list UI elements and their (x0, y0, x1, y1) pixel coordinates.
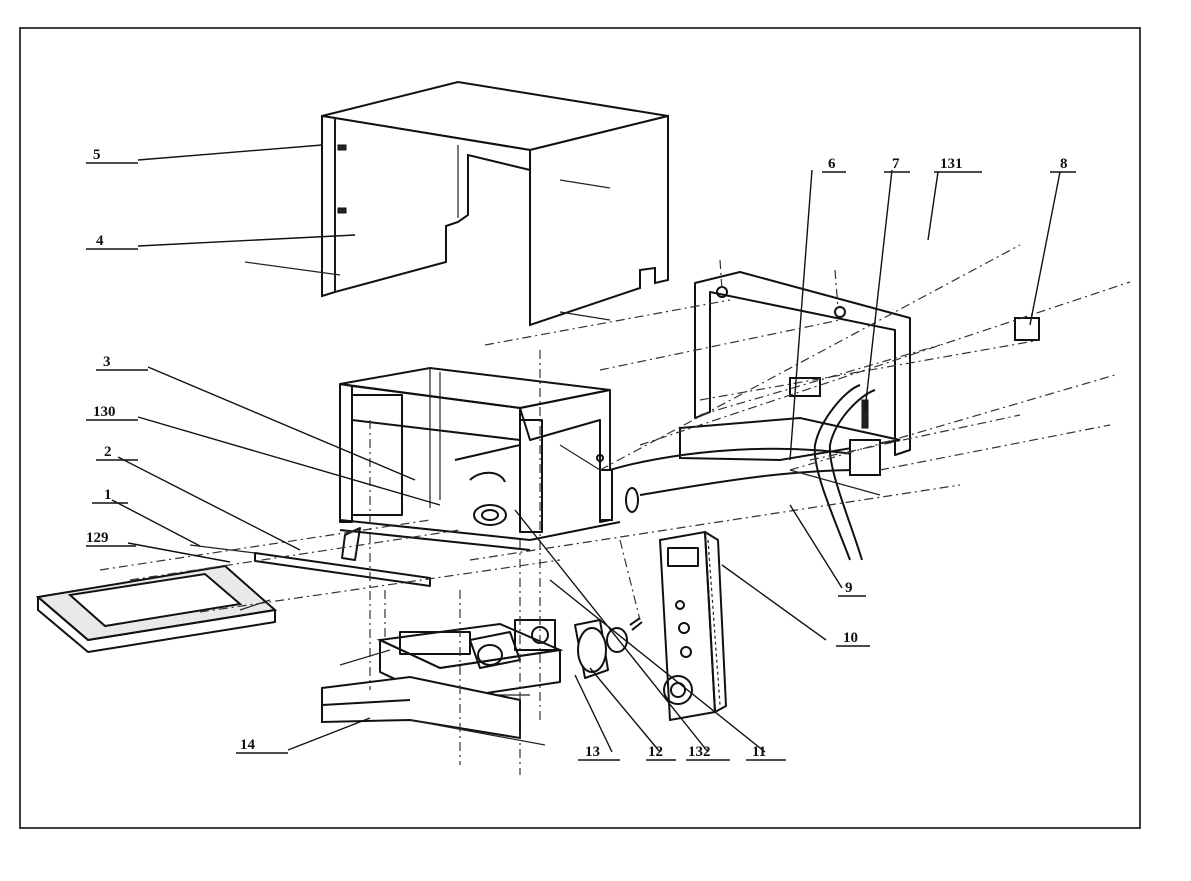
callout-labels: 5 4 3 130 2 1 129 6 7 131 8 9 10 14 13 1… (86, 147, 1068, 760)
label-part-12: 12 (648, 744, 663, 760)
label-part-6: 6 (828, 156, 836, 172)
part-8-block (1014, 317, 1040, 341)
label-part-9: 9 (845, 580, 853, 596)
label-part-132: 132 (688, 744, 711, 760)
label-part-1: 1 (104, 487, 112, 503)
outer-cover (244, 80, 669, 327)
label-underlines (86, 162, 1076, 761)
label-part-3: 3 (103, 354, 111, 370)
label-part-13: 13 (585, 744, 600, 760)
leader-lines (111, 144, 1061, 753)
diagram-border (19, 27, 1141, 829)
door-panel (35, 564, 278, 653)
label-part-14: 14 (240, 737, 256, 753)
main-frame (339, 366, 639, 561)
side-panel (609, 271, 911, 561)
label-part-130: 130 (93, 404, 116, 420)
assembly-dash-lines (99, 244, 1131, 775)
label-part-4: 4 (96, 233, 104, 249)
label-part-5: 5 (93, 147, 101, 163)
label-part-131: 131 (940, 156, 963, 172)
control-panel (658, 530, 727, 722)
label-part-10: 10 (843, 630, 858, 646)
rail-bar (189, 544, 431, 587)
label-part-8: 8 (1060, 156, 1068, 172)
label-part-2: 2 (104, 444, 112, 460)
label-part-11: 11 (752, 744, 766, 760)
label-part-129: 129 (86, 530, 109, 546)
label-part-7: 7 (892, 156, 900, 172)
kick-plate (321, 675, 546, 746)
